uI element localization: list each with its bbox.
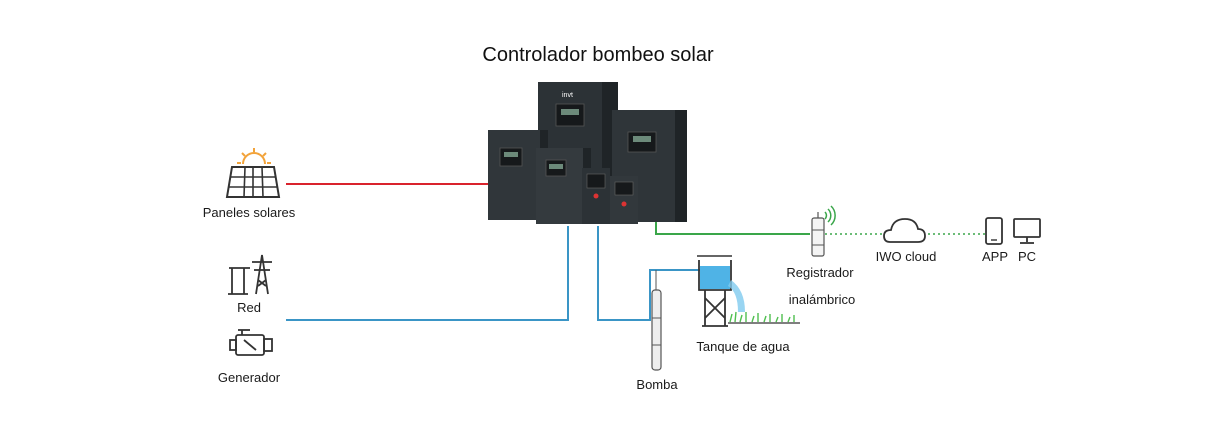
solar-panels-label: Paneles solares: [202, 205, 296, 220]
inverter-group: [488, 82, 687, 224]
generator-label: Generador: [217, 370, 281, 385]
app-label: APP: [981, 249, 1009, 264]
inverter-small-2: [610, 176, 638, 224]
inverter-small-1: [582, 168, 610, 224]
logger-connection-line: [655, 222, 810, 235]
water-tower-icon: [697, 255, 800, 327]
generator-icon: [229, 329, 273, 356]
solar-panel-icon: [225, 148, 281, 198]
logger-label-line2: inalámbrico: [788, 292, 856, 307]
submersible-pump-icon: [651, 270, 662, 371]
grid-connection-line: [286, 226, 569, 321]
tablet-icon: [985, 217, 1003, 245]
pump-connection-line: [597, 226, 730, 321]
logger-label-line1: Registrador: [786, 265, 854, 280]
pc-label: PC: [1017, 249, 1037, 264]
pump-label: Bomba: [636, 377, 678, 392]
monitor-icon: [1013, 218, 1041, 244]
diagram-title: Controlador bombeo solar: [482, 44, 714, 66]
cloud-label: IWO cloud: [875, 249, 937, 264]
grid-label: Red: [237, 300, 261, 315]
cloud-icon: [883, 218, 926, 243]
water-tank-label: Tanque de agua: [696, 339, 790, 354]
wireless-logger-icon: [811, 205, 836, 257]
power-tower-icon: [228, 254, 272, 295]
inverter-brand-label: invt: [562, 92, 573, 99]
